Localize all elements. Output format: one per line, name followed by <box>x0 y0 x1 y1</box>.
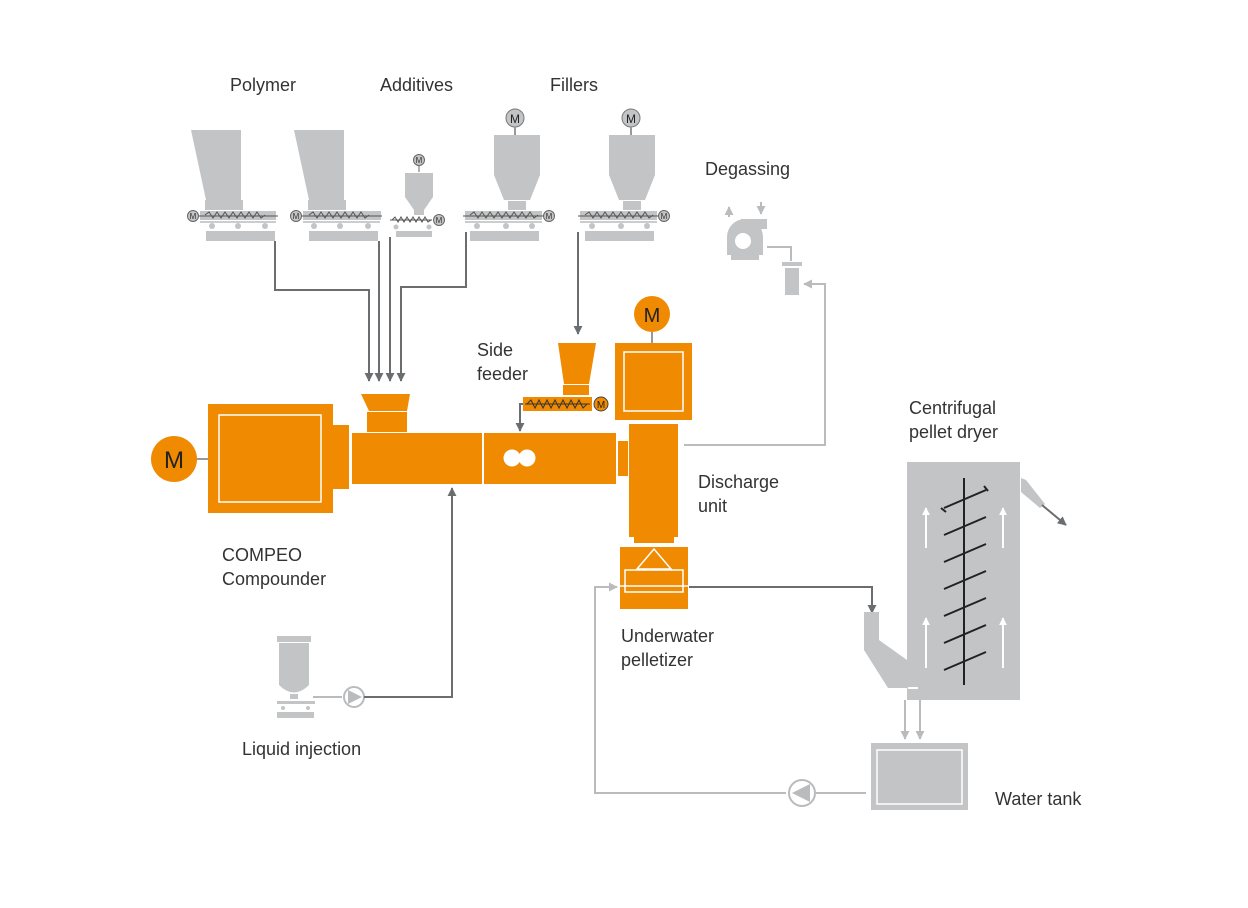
svg-text:M: M <box>416 156 423 165</box>
compounder-barrel <box>352 433 628 484</box>
dryer-label: Centrifugal pellet dryer <box>909 396 998 444</box>
motor-icon <box>593 396 609 412</box>
dryer-label-line1: Centrifugal <box>909 398 997 418</box>
fillers-feeder-2: M M <box>578 108 670 241</box>
degassing-line <box>684 279 826 446</box>
svg-text:M: M <box>190 212 197 221</box>
motor-icon <box>187 210 199 222</box>
fillers-feeder-1: M M <box>463 108 555 241</box>
pelletizer-label-line2: pelletizer <box>621 650 694 670</box>
water-tank-label: Water tank <box>995 789 1082 809</box>
pelletizer-label: Underwater pelletizer <box>621 624 714 672</box>
polymer-feeder-1: M <box>187 130 278 241</box>
side-feeder-label-line1: Side <box>477 340 514 360</box>
side-feeder-label-line2: feeder <box>477 364 529 384</box>
svg-text:M: M <box>510 112 520 126</box>
motor-icon <box>433 214 445 226</box>
motor-icon <box>290 210 302 222</box>
fillers-label: Fillers <box>550 75 598 95</box>
compeo-compounder-label: COMPEO Compounder <box>222 543 326 591</box>
svg-text:M: M <box>546 212 553 221</box>
svg-text:M: M <box>293 212 300 221</box>
discharge-unit-label: Discharge unit <box>698 470 779 518</box>
motor-icon <box>151 436 197 482</box>
svg-text:M: M <box>644 305 661 327</box>
water-tank <box>871 743 968 810</box>
liquid-injection-line <box>364 487 457 698</box>
pelletizer-label-line1: Underwater <box>621 626 715 646</box>
compeo-label-line1: COMPEO <box>222 545 303 565</box>
additives-label: Additives <box>380 75 454 95</box>
centrifugal-pellet-dryer <box>864 462 1067 700</box>
motor-icon <box>413 154 425 166</box>
svg-text:M: M <box>164 447 184 474</box>
water-supply-line <box>594 582 786 794</box>
discharge-unit: M <box>615 296 692 543</box>
dryer-to-tank-lines <box>900 700 925 740</box>
side-feeder: M <box>515 343 609 432</box>
underwater-pelletizer <box>620 547 688 609</box>
svg-text:M: M <box>661 212 668 221</box>
vacuum-pump-icon <box>724 202 767 260</box>
dryer-label-line2: pellet dryer <box>909 422 999 442</box>
svg-text:M: M <box>436 216 443 225</box>
discharge-label-line1: Discharge <box>698 472 780 492</box>
degassing-label: Degassing <box>705 159 791 179</box>
side-feeder-label: Side feeder <box>477 338 528 386</box>
svg-text:M: M <box>597 400 605 411</box>
pump-icon <box>343 686 365 708</box>
motor-icon <box>634 296 670 332</box>
compounder-gearbox <box>208 404 349 513</box>
pump-icon <box>788 779 816 807</box>
compeo-label-line2: Compounder <box>222 569 327 589</box>
feed-lines <box>274 232 583 382</box>
pellet-line <box>689 586 877 614</box>
polymer-feeder-2: M <box>290 130 382 241</box>
degassing-separator <box>767 246 802 295</box>
svg-text:M: M <box>626 112 636 126</box>
liquid-injection-unit <box>277 636 342 718</box>
main-hopper <box>361 394 410 432</box>
compounder-motor: M <box>151 436 208 482</box>
motor-icon <box>543 210 555 222</box>
additives-feeder: M M <box>390 154 445 237</box>
motor-icon <box>658 210 670 222</box>
liquid-injection-label: Liquid injection <box>242 739 362 759</box>
discharge-label-line2: unit <box>698 496 728 516</box>
polymer-label: Polymer <box>230 75 297 95</box>
